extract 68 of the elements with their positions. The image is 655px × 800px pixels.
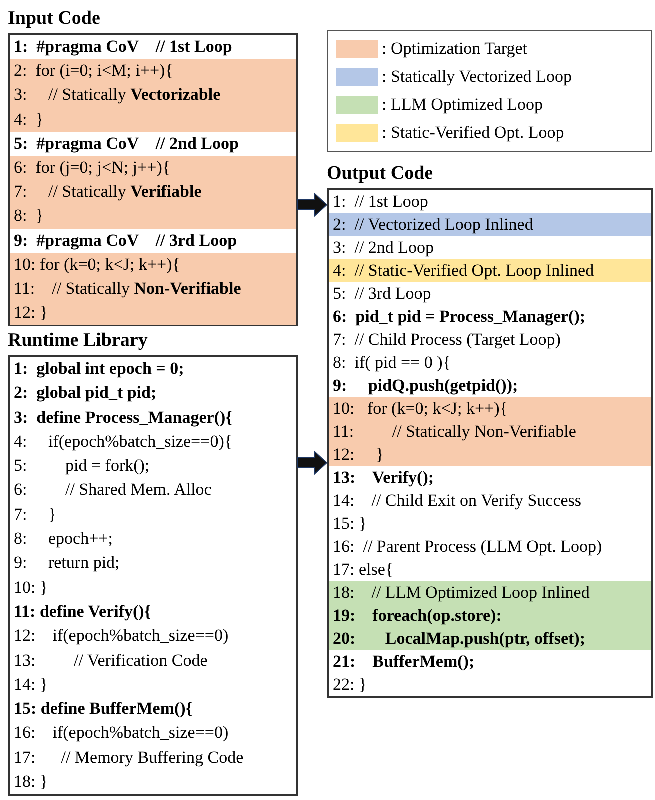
code-line: 4: // Static-Verified Opt. Loop Inlined (332, 260, 596, 282)
code-line: 6: // Shared Mem. Alloc (13, 479, 213, 502)
code-line: 20: LocalMap.push(ptr, offset); (332, 628, 586, 650)
code-line: 4: } (13, 108, 45, 131)
section-heading: Output Code (327, 162, 434, 186)
code-line: 2: for (i=0; i<M; i++){ (13, 60, 174, 82)
code-line: 4: if(epoch%batch_size==0){ (13, 430, 234, 453)
highlighted-code-block (10, 252, 296, 326)
highlighted-code-block (329, 213, 651, 236)
section-heading: Runtime Library (8, 329, 149, 353)
code-line: 9: pidQ.push(getpid()); (332, 375, 520, 397)
code-line: 11: // Statically Non-Verifiable (332, 421, 578, 443)
code-line: 8: if( pid == 0 ){ (332, 352, 452, 374)
code-line: 7: } (13, 504, 58, 526)
highlighted-code-block (10, 156, 296, 229)
code-line: 8: } (13, 205, 45, 228)
code-line: 12: if(epoch%batch_size==0) (13, 625, 230, 648)
code-line: 14: } (13, 674, 50, 696)
code-line: 6: pid_t pid = Process_Manager(); (332, 306, 587, 328)
code-line: 21: BufferMem(); (332, 651, 476, 673)
code-line: 16: if(epoch%batch_size==0) (13, 722, 230, 744)
highlighted-code-block (10, 59, 296, 132)
legend-text: : Optimization Target (382, 38, 528, 60)
code-line: 10: for (k=0; k<J; k++){ (332, 398, 509, 420)
code-line: 1: #pragma CoV // 1st Loop (13, 36, 234, 58)
code-line: 8: epoch++; (13, 528, 114, 550)
code-line: 12: } (13, 302, 50, 324)
code-line: 7: // Statically Verifiable (13, 181, 203, 204)
code-line: 13: // Verification Code (13, 650, 209, 672)
code-line: 2: global pid_t pid; (13, 382, 158, 404)
code-line: 17: else{ (332, 559, 395, 581)
code-line: 9: return pid; (13, 552, 121, 574)
highlighted-code-block (329, 581, 651, 650)
legend-text: : Static-Verified Opt. Loop (382, 122, 564, 144)
highlighted-code-block (329, 259, 651, 282)
code-line: 13: Verify(); (332, 467, 436, 489)
code-line: 1: // 1st Loop (332, 191, 430, 213)
code-line: 3: // Statically Vectorizable (13, 84, 222, 106)
code-line: 10: } (13, 576, 50, 599)
code-line: 3: define Process_Manager(){ (13, 406, 234, 429)
code-line: 11: define Verify(){ (13, 600, 152, 623)
code-line: 19: foreach(op.store): (332, 605, 503, 627)
code-line: 7: // Child Process (Target Loop) (332, 329, 562, 351)
code-line: 2: // Vectorized Loop Inlined (332, 214, 534, 236)
code-line: 14: // Child Exit on Verify Success (332, 490, 583, 512)
code-line: 16: // Parent Process (LLM Opt. Loop) (332, 536, 604, 558)
code-line: 6: for (j=0; j<N; j++){ (13, 157, 172, 180)
code-line: 1: global int epoch = 0; (13, 358, 186, 380)
code-line: 18: // LLM Optimized Loop Inlined (332, 582, 591, 604)
code-line: 17: // Memory Buffering Code (13, 746, 245, 769)
code-line: 9: #pragma CoV // 3rd Loop (13, 230, 238, 252)
code-line: 18: } (13, 771, 50, 794)
code-line: 5: // 3rd Loop (332, 283, 432, 305)
code-line: 15: define BufferMem(){ (13, 698, 194, 720)
block-arrow (298, 450, 328, 476)
code-line: 22: } (332, 674, 368, 696)
code-line: 3: // 2nd Loop (332, 237, 436, 259)
legend-text: : Statically Vectorized Loop (382, 66, 572, 88)
code-line: 15: } (332, 513, 368, 535)
block-arrow (298, 192, 328, 218)
section-heading: Input Code (8, 7, 102, 31)
code-line: 12: } (332, 444, 386, 466)
legend-text: : LLM Optimized Loop (382, 94, 544, 116)
code-line: 5: #pragma CoV // 2nd Loop (13, 132, 240, 155)
code-line: 11: // Statically Non-Verifiable (13, 278, 242, 300)
highlighted-code-block (329, 397, 651, 466)
code-line: 5: pid = fork(); (13, 455, 151, 478)
code-line: 10: for (k=0; k<J; k++){ (13, 254, 182, 276)
